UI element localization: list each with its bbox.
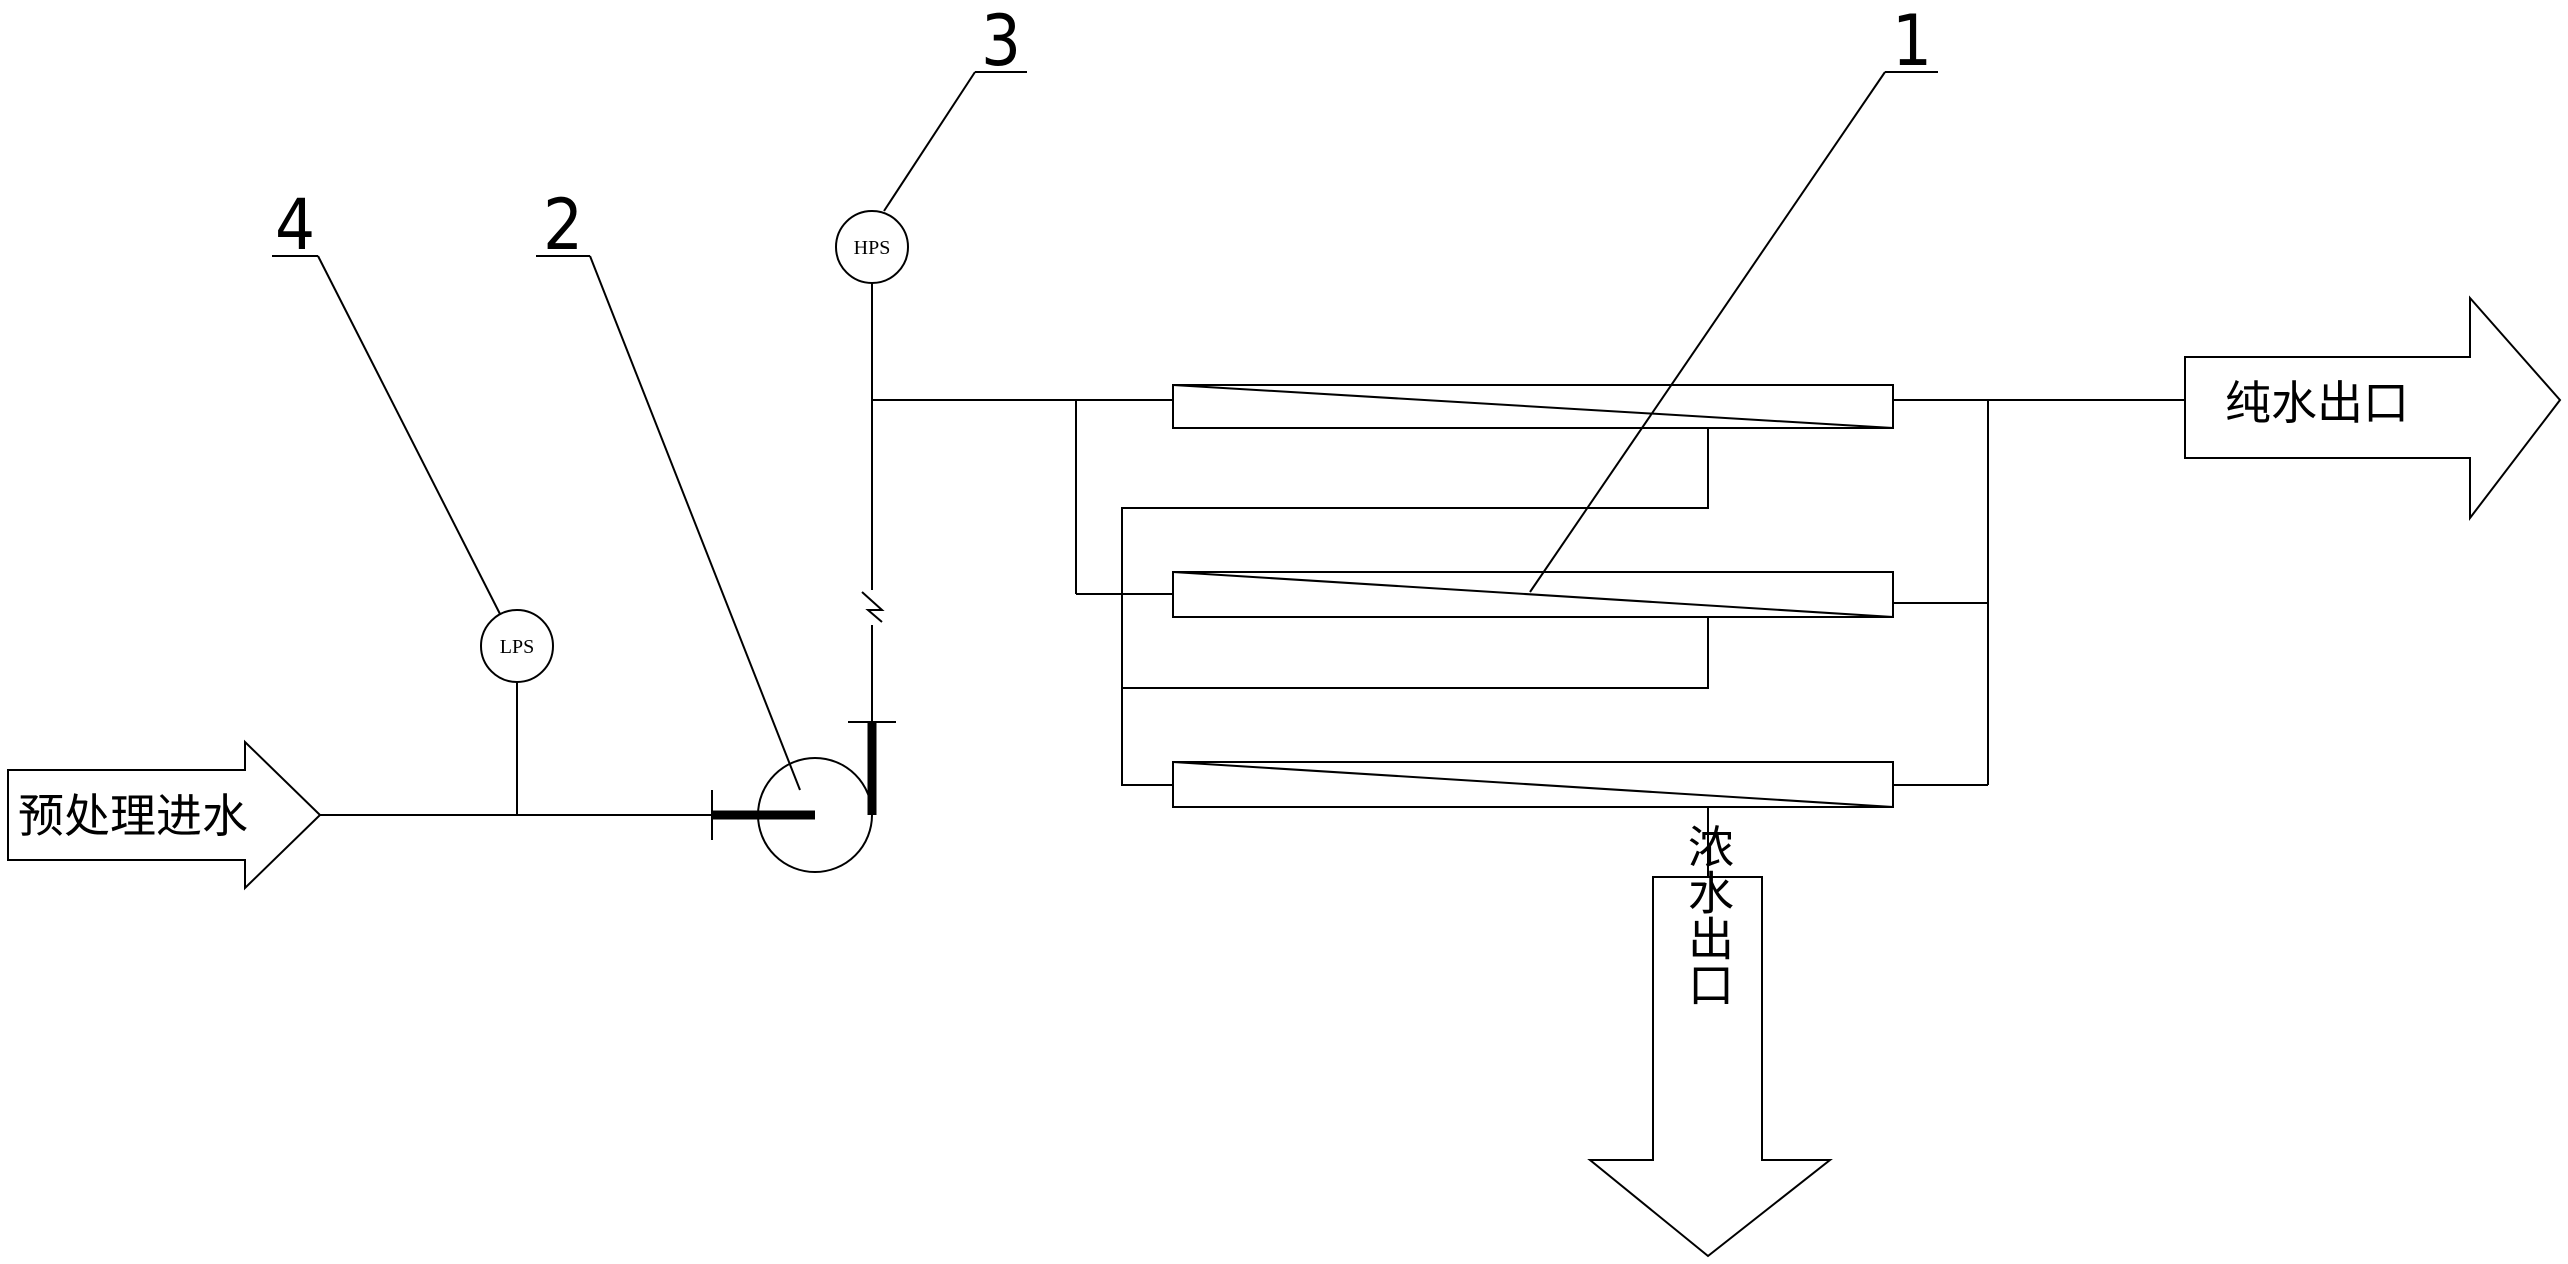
membrane-module-3 xyxy=(1172,761,1894,808)
callout-1: 1 xyxy=(1529,0,1938,593)
membrane-module-2 xyxy=(1172,571,1894,618)
concentrate-loop-1 xyxy=(1121,428,1709,616)
callout-2-number: 2 xyxy=(543,184,583,266)
high-pressure-pump xyxy=(711,721,896,873)
lps-gauge-icon xyxy=(480,609,554,683)
concentrate-outlet-label: 浓水出口 xyxy=(1681,823,1735,1007)
check-valve-icon xyxy=(861,591,885,623)
hps-label: HPS xyxy=(854,237,891,259)
callout-3: 3 xyxy=(883,0,1027,212)
inlet-label: 预处理进水 xyxy=(18,789,248,843)
callout-2: 2 xyxy=(536,184,801,791)
feed-to-membrane-3 xyxy=(1121,616,1173,786)
membrane-module-1 xyxy=(1172,384,1894,429)
callout-4: 4 xyxy=(272,184,501,615)
callout-3-number: 3 xyxy=(981,0,1021,82)
concentrate-outlet-arrow: 浓水出口 xyxy=(1587,823,1833,1258)
concentrate-loop-2 xyxy=(1122,617,1709,689)
callout-4-number: 4 xyxy=(275,184,315,266)
hps-gauge-icon xyxy=(835,210,909,284)
inlet-arrow: 预处理进水 xyxy=(7,739,322,891)
pure-water-outlet-arrow: 纯水出口 xyxy=(2184,295,2562,521)
high-pressure-switch: HPS xyxy=(835,210,909,400)
callout-1-number: 1 xyxy=(1892,0,1932,82)
lps-label: LPS xyxy=(500,636,534,658)
pure-water-outlet-label: 纯水出口 xyxy=(2225,376,2409,430)
low-pressure-switch: LPS xyxy=(480,609,554,815)
